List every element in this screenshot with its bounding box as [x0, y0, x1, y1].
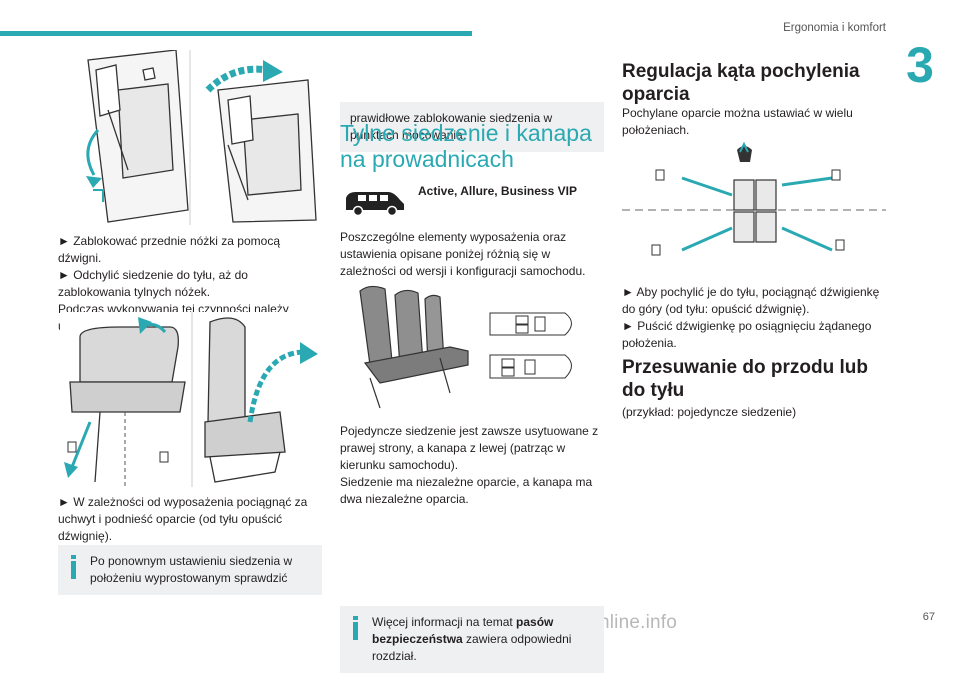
chapter-number: 3: [906, 37, 934, 93]
info-note-continued: prawidłowe zablokowanie siedzenia w punk…: [340, 102, 604, 152]
seat-fold-illustration: [58, 50, 322, 225]
section-heading-rear-seats: Tylne siedzenie i kanapa na prowadnicach: [340, 120, 592, 172]
page-number: 67: [922, 611, 935, 623]
info-note-upright: Po ponownym ustawieniu siedzenia w położ…: [58, 545, 322, 595]
info-note-text: Po ponownym ustawieniu siedzenia w położ…: [90, 554, 293, 585]
version-list: Active, Allure, Business VIP: [418, 184, 577, 198]
section-title: Ergonomia i komfort: [783, 22, 886, 34]
slide-example-text: (przykład: pojedyncze siedzenie): [622, 405, 797, 419]
tilt-step-2: ► Puścić dźwigienkę po osiągnięciu żądan…: [622, 319, 872, 350]
heading-slide: Przesuwanie do przodu lub do tyłu: [622, 357, 868, 401]
heading-backrest-angle: Regulacja kąta pochylenia oparcia: [622, 61, 860, 105]
info-note-continued-text: prawidłowe zablokowanie siedzenia w punk…: [350, 111, 553, 142]
backrest-independent-text: Siedzenie ma niezależne oparcie, a kanap…: [340, 475, 593, 506]
backrest-step: ► W zależności od wyposażenia pociągnąć …: [58, 495, 308, 543]
rear-seat-intro: Poszczególne elementy wyposażenia oraz u…: [340, 230, 586, 278]
fold-step-2: ► Odchylić siedzenie do tyłu, aż do zabl…: [58, 268, 248, 299]
fold-step-1: ► Zablokować przednie nóżki za pomocą dź…: [58, 234, 280, 265]
backrest-angle-intro: Pochylane oparcie można ustawiać w wielu…: [622, 106, 853, 137]
backrest-angle-illustration: [622, 140, 886, 275]
rear-seats-illustration: [340, 283, 604, 413]
seat-position-text: Pojedyncze siedzenie jest zawsze usytuow…: [340, 424, 599, 472]
header-accent-bar: [0, 31, 472, 36]
van-icon: [346, 192, 404, 216]
info-icon: [70, 555, 78, 581]
tilt-step-1: ► Aby pochylić je do tyłu, pociągnąć dźw…: [622, 285, 880, 316]
info-icon: [352, 616, 360, 642]
backrest-raise-illustration: [60, 312, 322, 487]
